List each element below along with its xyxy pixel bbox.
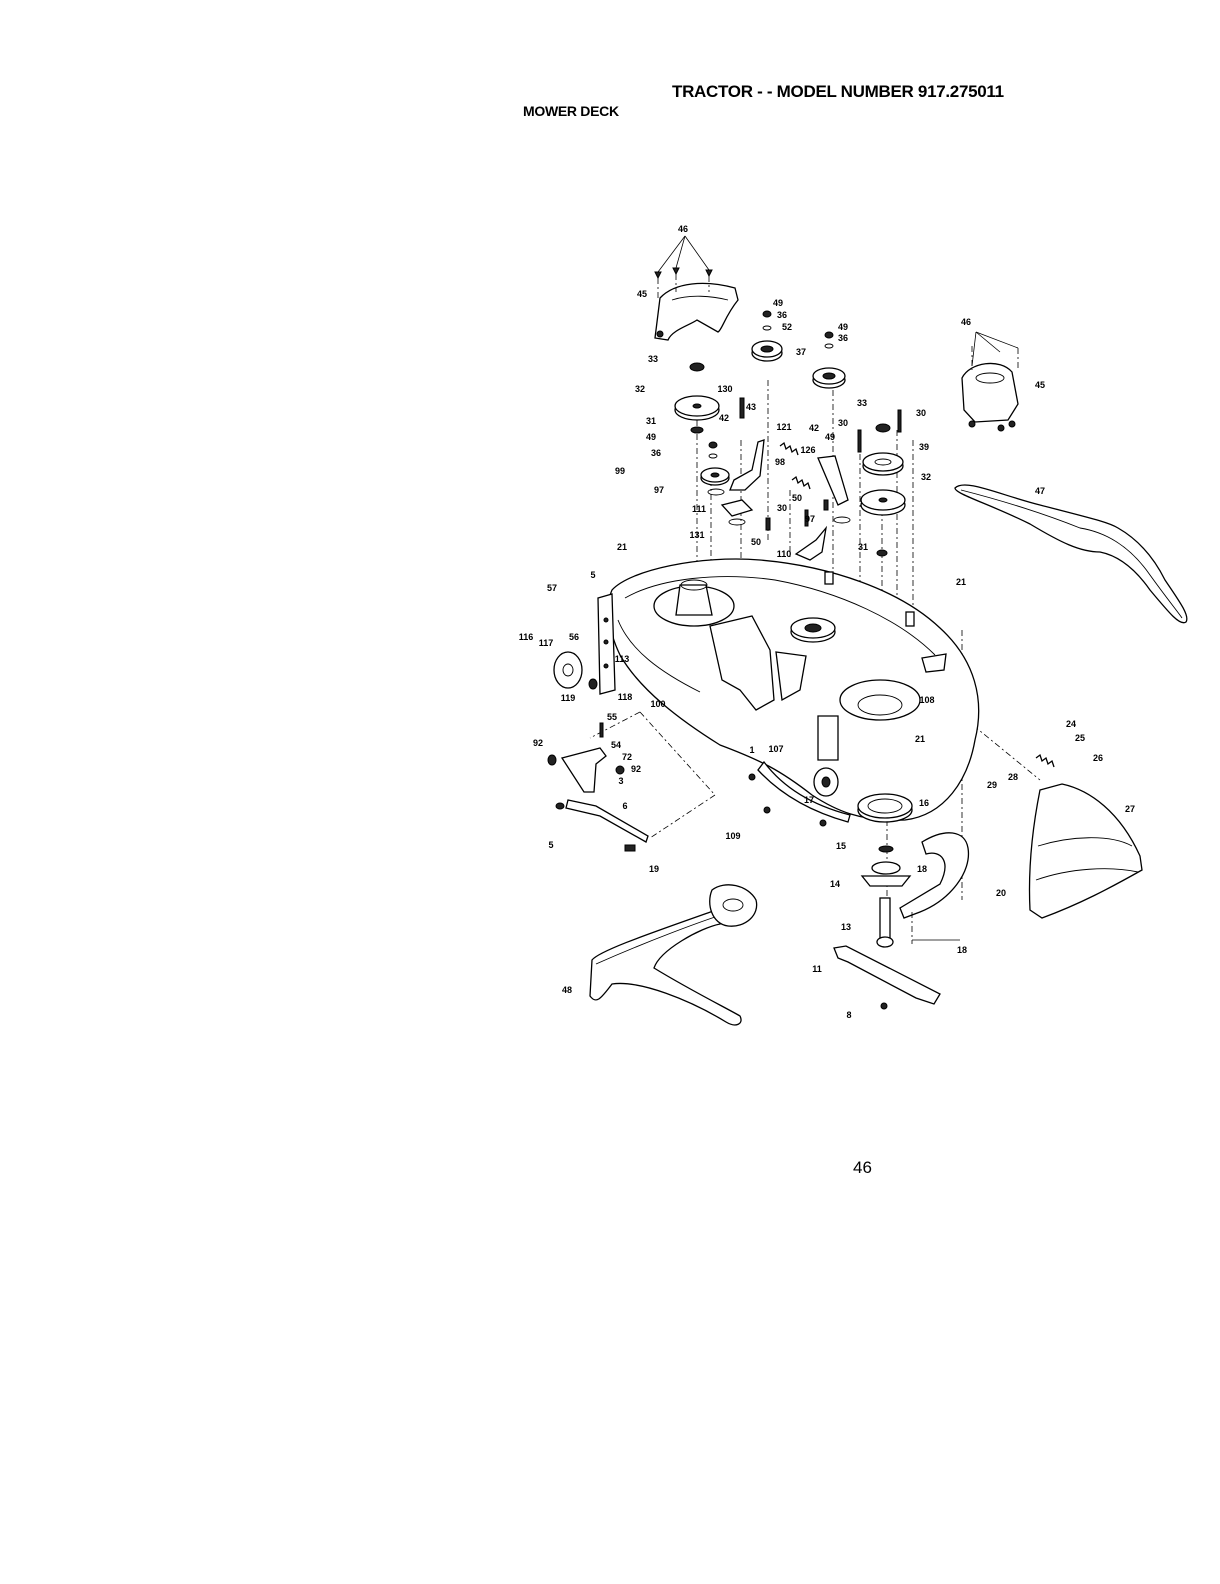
part-callout-45: 45: [1035, 380, 1045, 390]
part-callout-108: 108: [919, 695, 934, 705]
page-number: 46: [853, 1158, 872, 1177]
part-callout-119: 119: [561, 693, 576, 703]
part-callout-57: 57: [547, 583, 557, 593]
part-callout-36: 36: [651, 448, 661, 458]
screws-46-left: [654, 235, 713, 300]
part-callout-33: 33: [857, 398, 867, 408]
part-callout-99: 99: [615, 466, 625, 476]
part-callout-25: 25: [1075, 733, 1085, 743]
part-callout-15: 15: [836, 841, 846, 851]
part-callout-45: 45: [637, 289, 647, 299]
drive-belts: [589, 484, 1188, 1026]
part-callout-131: 131: [689, 530, 704, 540]
part-callout-49: 49: [838, 322, 848, 332]
part-callout-5: 5: [548, 840, 553, 850]
part-callout-36: 36: [777, 310, 787, 320]
part-callout-52: 52: [782, 322, 792, 332]
part-callout-36: 36: [838, 333, 848, 343]
part-callout-1: 1: [749, 745, 754, 755]
part-callout-54: 54: [611, 740, 621, 750]
part-callout-37: 37: [796, 347, 806, 357]
part-callout-117: 117: [539, 638, 554, 648]
part-callout-20: 20: [996, 888, 1006, 898]
part-callout-3: 3: [618, 776, 623, 786]
belt-guard-left: [654, 282, 739, 341]
part-callout-109: 109: [725, 831, 740, 841]
discharge-chute: [1028, 753, 1143, 919]
section-subtitle: MOWER DECK: [523, 103, 619, 119]
part-callout-72: 72: [622, 752, 632, 762]
part-callout-110: 110: [777, 549, 792, 559]
part-callout-100: 100: [650, 699, 665, 709]
part-callout-49: 49: [646, 432, 656, 442]
part-callout-21: 21: [956, 577, 966, 587]
part-callout-28: 28: [1008, 772, 1018, 782]
part-callout-42: 42: [809, 423, 819, 433]
part-callout-17: 17: [804, 795, 814, 805]
part-callout-97: 97: [654, 485, 664, 495]
part-callout-21: 21: [617, 542, 627, 552]
front-linkage: [547, 722, 649, 852]
part-callout-30: 30: [777, 503, 787, 513]
part-callout-50: 50: [792, 493, 802, 503]
page-title: TRACTOR - - MODEL NUMBER 917.275011: [672, 82, 1004, 101]
part-callout-118: 118: [618, 692, 633, 702]
discharge-deflector: [899, 832, 970, 944]
part-callout-49: 49: [773, 298, 783, 308]
part-callout-16: 16: [919, 798, 929, 808]
part-callout-24: 24: [1066, 719, 1076, 729]
part-callout-42: 42: [719, 413, 729, 423]
spindle-assembly: [833, 793, 941, 1010]
part-callout-55: 55: [607, 712, 617, 722]
part-callout-113: 113: [615, 654, 630, 664]
part-callout-6: 6: [622, 801, 627, 811]
part-callout-33: 33: [648, 354, 658, 364]
idler-arms: [720, 397, 902, 561]
part-callout-92: 92: [631, 764, 641, 774]
baffle-assembly: [748, 760, 851, 827]
part-callout-111: 111: [692, 504, 706, 514]
part-callout-5: 5: [590, 570, 595, 580]
part-callout-130: 130: [717, 384, 732, 394]
part-callout-30: 30: [838, 418, 848, 428]
part-callout-107: 107: [768, 744, 783, 754]
part-callout-39: 39: [919, 442, 929, 452]
part-callout-29: 29: [987, 780, 997, 790]
part-callout-8: 8: [846, 1010, 851, 1020]
part-callout-116: 116: [519, 632, 534, 642]
pulleys: [674, 310, 906, 557]
part-callout-49: 49: [825, 432, 835, 442]
part-callout-27: 27: [1125, 804, 1135, 814]
part-callout-98: 98: [775, 457, 785, 467]
part-callout-56: 56: [569, 632, 579, 642]
part-callout-18: 18: [917, 864, 927, 874]
part-callout-48: 48: [562, 985, 572, 995]
part-callout-14: 14: [830, 879, 840, 889]
mower-deck-housing: [607, 558, 980, 821]
part-callout-18: 18: [957, 945, 967, 955]
part-callout-46: 46: [961, 317, 971, 327]
part-callout-11: 11: [812, 964, 822, 974]
part-callout-50: 50: [751, 537, 761, 547]
part-callout-31: 31: [858, 542, 868, 552]
part-callout-92: 92: [533, 738, 543, 748]
part-callout-32: 32: [635, 384, 645, 394]
part-callout-13: 13: [841, 922, 851, 932]
part-callout-97: 97: [805, 514, 815, 524]
part-callout-31: 31: [646, 416, 656, 426]
deck-hanger-left: [553, 593, 616, 695]
belt-guard-right: [961, 331, 1019, 432]
part-callout-19: 19: [649, 864, 659, 874]
part-callout-121: 121: [776, 422, 791, 432]
part-callout-126: 126: [800, 445, 815, 455]
part-callout-21: 21: [915, 734, 925, 744]
part-callout-30: 30: [916, 408, 926, 418]
part-callout-47: 47: [1035, 486, 1045, 496]
part-callout-26: 26: [1093, 753, 1103, 763]
part-callout-32: 32: [921, 472, 931, 482]
part-callout-43: 43: [746, 402, 756, 412]
part-callout-46: 46: [678, 224, 688, 234]
